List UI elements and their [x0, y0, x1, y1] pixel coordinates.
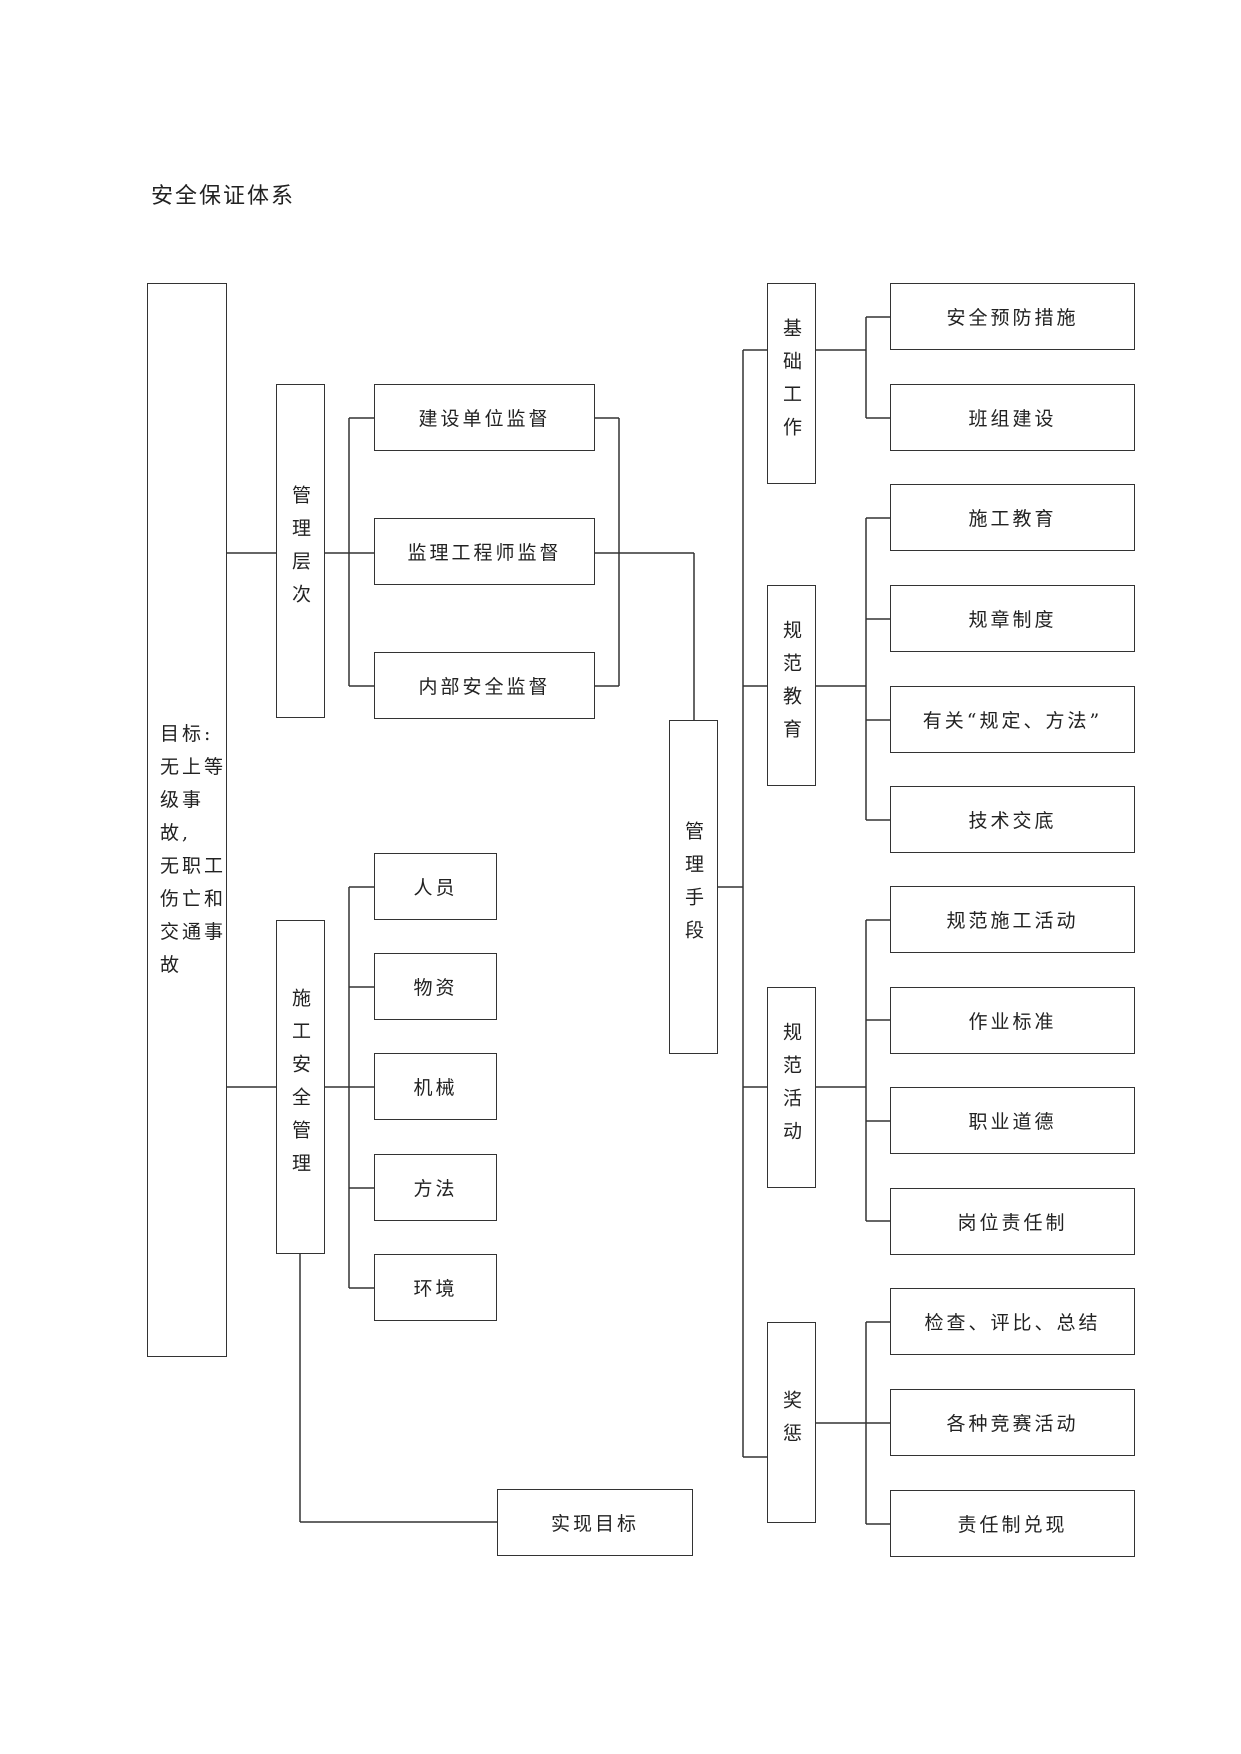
- management-level-item: 建设单位监督: [374, 384, 595, 451]
- safety-element-item: 环境: [374, 1254, 497, 1321]
- achieve-goal-box: 实现目标: [497, 1489, 693, 1556]
- group-item: 检查、评比、总结: [890, 1288, 1135, 1355]
- safety-element-item: 方法: [374, 1154, 497, 1221]
- group-item: 作业标准: [890, 987, 1135, 1054]
- management-level-item: 监理工程师监督: [374, 518, 595, 585]
- safety-element-item: 机械: [374, 1053, 497, 1120]
- group-item: 施工教育: [890, 484, 1135, 551]
- group-reward-penalty: 奖惩: [767, 1322, 816, 1523]
- group-item: 安全预防措施: [890, 283, 1135, 350]
- group-item: 班组建设: [890, 384, 1135, 451]
- management-level-item: 内部安全监督: [374, 652, 595, 719]
- group-item: 职业道德: [890, 1087, 1135, 1154]
- goal-box: 目标: 无上等 级事故, 无职工 伤亡和 交通事 故: [147, 283, 227, 1357]
- group-item: 规章制度: [890, 585, 1135, 652]
- group-standard-activity: 规范活动: [767, 987, 816, 1188]
- management-levels-box: 管理层次: [276, 384, 325, 718]
- safety-element-item: 物资: [374, 953, 497, 1020]
- page-title: 安全保证体系: [151, 184, 296, 209]
- group-item: 有关“规定、方法”: [890, 686, 1135, 753]
- group-item: 岗位责任制: [890, 1188, 1135, 1255]
- safety-element-item: 人员: [374, 853, 497, 920]
- group-item: 责任制兑现: [890, 1490, 1135, 1557]
- group-standard-education: 规范教育: [767, 585, 816, 786]
- group-item: 技术交底: [890, 786, 1135, 853]
- group-item: 规范施工活动: [890, 886, 1135, 953]
- construction-safety-box: 施工安全管理: [276, 920, 325, 1254]
- group-item: 各种竞赛活动: [890, 1389, 1135, 1456]
- group-basic-work: 基础工作: [767, 283, 816, 484]
- management-means-box: 管理手段: [669, 720, 718, 1054]
